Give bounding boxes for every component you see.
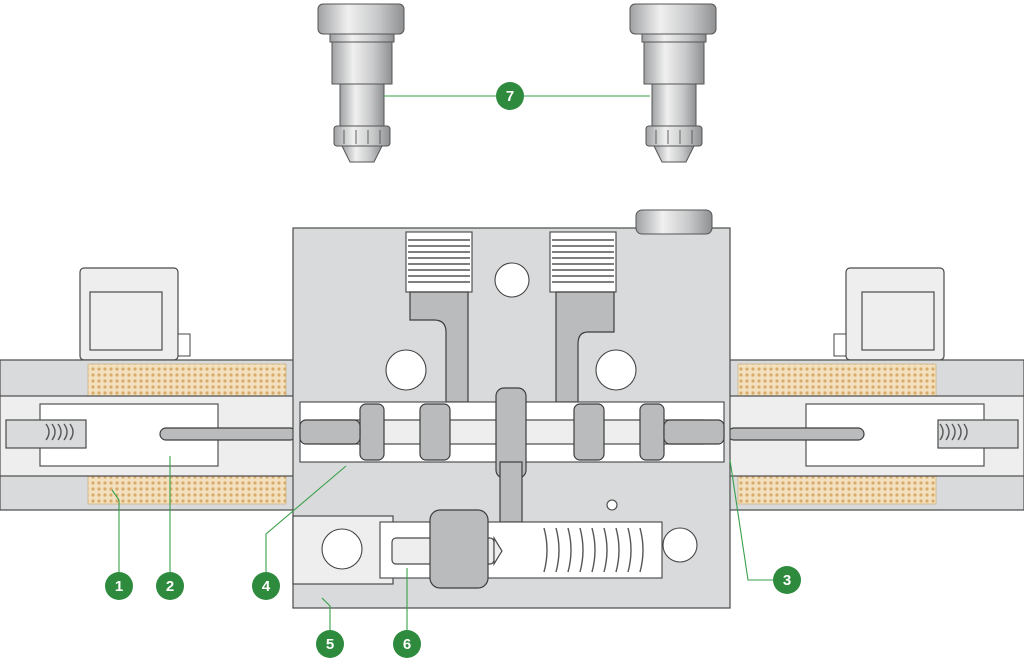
callout-4: 4	[252, 572, 280, 600]
callout-label: 6	[403, 636, 411, 653]
solenoid-left	[0, 267, 297, 511]
cartridge-left	[317, 3, 405, 163]
valve-body	[292, 209, 731, 609]
callout-1: 1	[105, 572, 133, 600]
callout-2: 2	[156, 572, 184, 600]
callout-label: 1	[115, 578, 123, 595]
callout-label: 4	[262, 578, 271, 595]
callout-3: 3	[773, 566, 801, 594]
callout-label: 5	[326, 636, 334, 653]
callout-label: 3	[783, 572, 791, 589]
cartridge-right	[629, 3, 717, 163]
callout-label: 7	[506, 88, 514, 105]
callout-7: 7	[496, 82, 524, 110]
callout-6: 6	[393, 630, 421, 658]
solenoid-right	[727, 267, 1024, 511]
callout-label: 2	[166, 578, 174, 595]
callout-5: 5	[316, 630, 344, 658]
